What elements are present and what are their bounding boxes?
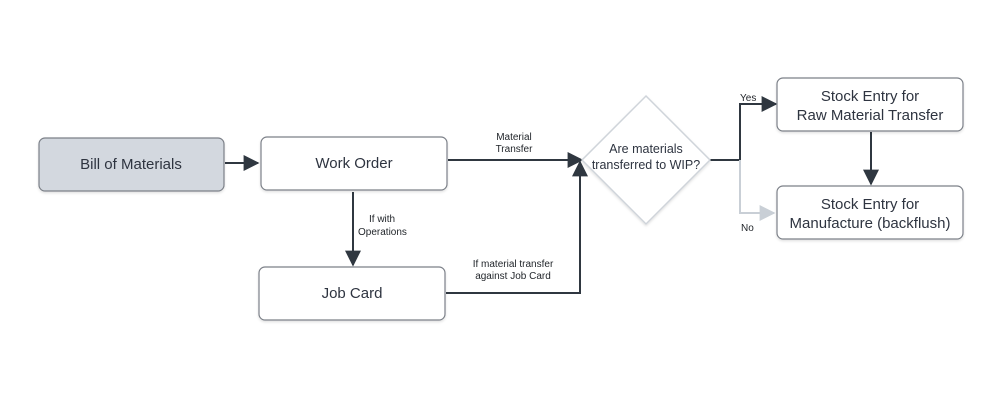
node-stock-entry-raw-line1: Stock Entry for <box>821 88 919 105</box>
label-yes: Yes <box>740 93 756 104</box>
edge-job-card-to-decision <box>446 160 588 294</box>
label-material-transfer-2: Transfer <box>496 144 534 155</box>
node-decision-line2: transferred to WIP? <box>592 158 700 172</box>
node-decision: Are materials transferred to WIP? <box>580 94 712 226</box>
node-stock-entry-manufacture: Stock Entry for Manufacture (backflush) <box>776 185 964 240</box>
node-stock-entry-manufacture-line2: Manufacture (backflush) <box>790 215 951 232</box>
label-job-card-transfer-2: against Job Card <box>475 271 551 282</box>
edge-labels: Material Transfer If with Operations If … <box>358 93 756 282</box>
node-stock-entry-raw-line2: Raw Material Transfer <box>797 107 944 124</box>
edge-decision-yes <box>710 96 778 161</box>
label-job-card-transfer-1: If material transfer <box>473 259 554 270</box>
label-if-with-operations-2: Operations <box>358 227 407 238</box>
label-no: No <box>741 223 754 234</box>
node-decision-line1: Are materials <box>609 142 683 156</box>
node-job-card: Job Card <box>258 266 446 321</box>
node-stock-entry-raw-material: Stock Entry for Raw Material Transfer <box>776 77 964 132</box>
label-if-with-operations-1: If with <box>369 214 395 225</box>
label-material-transfer-1: Material <box>496 132 532 143</box>
node-stock-entry-manufacture-line1: Stock Entry for <box>821 196 919 213</box>
node-bill-of-materials-label: Bill of Materials <box>80 156 182 173</box>
edges <box>225 96 879 294</box>
node-work-order-label: Work Order <box>315 155 392 172</box>
node-work-order: Work Order <box>260 136 448 191</box>
node-job-card-label: Job Card <box>322 285 383 302</box>
node-bill-of-materials: Bill of Materials <box>38 137 225 192</box>
edge-decision-no <box>739 160 776 221</box>
